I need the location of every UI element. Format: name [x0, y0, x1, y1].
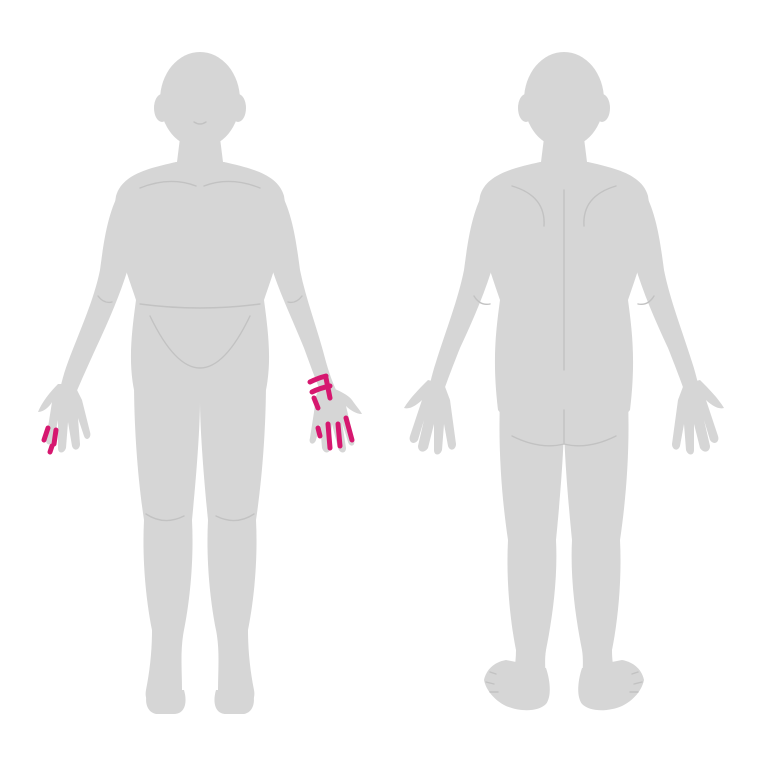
front-leg-right [134, 380, 200, 708]
back-foot-right [578, 660, 644, 711]
highlight-left-finger-1 [315, 425, 323, 439]
front-hand-right [38, 384, 91, 453]
back-hand-right [672, 380, 724, 455]
back-arm-left [428, 188, 499, 396]
highlight-right-fingertip-2 [51, 427, 59, 447]
highlight-right-fingertip-1 [41, 425, 51, 443]
back-gluteal-line [511, 409, 617, 447]
front-leg-left [200, 380, 266, 708]
front-ear-left [230, 94, 246, 122]
back-head [524, 52, 604, 148]
back-elbow-right [637, 295, 655, 306]
front-waist-line [139, 303, 261, 309]
front-foot-left [214, 690, 254, 714]
highlight-left-wrist-band-3 [323, 375, 333, 401]
back-toes-right [629, 671, 643, 693]
back-figure [404, 52, 724, 711]
back-leg-right [564, 400, 629, 692]
highlight-right-fingertip-3 [47, 443, 55, 455]
back-ear-right [594, 94, 610, 122]
front-head [160, 52, 240, 148]
front-ear-right [154, 94, 170, 122]
back-toes-left [485, 671, 499, 693]
front-clavicle-line [139, 180, 261, 189]
back-leg-left [499, 400, 564, 692]
front-highlights [41, 373, 355, 455]
front-elbow-left [287, 295, 303, 304]
highlight-left-wrist-band-4 [311, 395, 321, 411]
highlight-left-finger-4 [343, 415, 355, 443]
front-foot-right [146, 690, 186, 714]
front-arm-left [265, 188, 338, 400]
highlight-left-finger-2 [325, 421, 333, 451]
back-ear-left [518, 94, 534, 122]
front-torso [114, 162, 286, 402]
back-hand-left [404, 380, 456, 455]
back-scapula-left [511, 185, 545, 227]
back-elbow-left [473, 295, 491, 306]
back-scapula-right [583, 185, 617, 227]
front-knee-left [215, 513, 255, 522]
front-elbow-right [97, 295, 113, 304]
front-nose [193, 121, 207, 125]
front-hand-left [309, 382, 362, 453]
back-arm-right [629, 188, 700, 396]
back-foot-left [484, 660, 550, 711]
front-pelvis-line [149, 315, 251, 369]
front-arm-right [58, 188, 135, 402]
highlight-left-finger-3 [335, 421, 343, 449]
front-knee-right [145, 513, 185, 522]
